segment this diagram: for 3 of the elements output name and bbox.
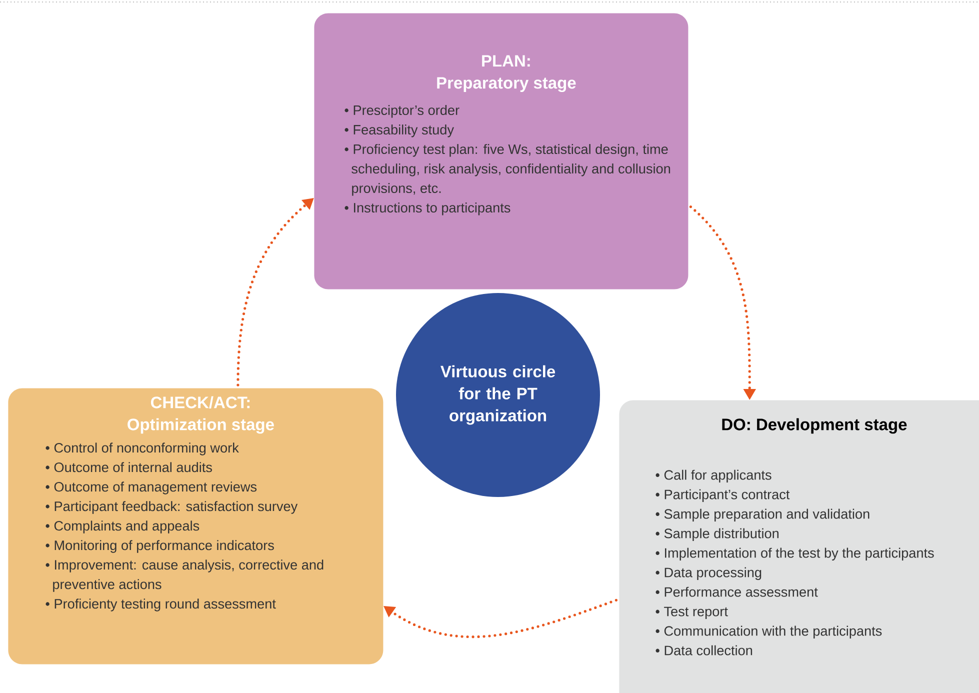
stage-box: CHECK/ACT: Optimization stage • Control of nonconforming work • Outcome of internal audits • Outcome of management reviews • Participant feedback: satisfaction survey • Complaints and appeals • Monitoring of performance indicators • Improvement: cause analysis, corrective and preventive actions • Proficienty testing round assessment: [8, 388, 384, 664]
stage-box: PLAN: Preparatory stage • Presciptor’s order • Feasability study • Proficiency test plan: five Ws, statistical design, time scheduling, risk analysis, confidentiality and collusion provisions, etc. • Instructions to participants: [314, 13, 688, 290]
stage-box: DO: Development stage • Call for applicants • Participant’s contract • Sample preparation and validation • Sample distribution • Implementation of the test by the participants • Data processing • Performance assessment • Test report • Communication with the participants • Data collection: [619, 400, 979, 693]
